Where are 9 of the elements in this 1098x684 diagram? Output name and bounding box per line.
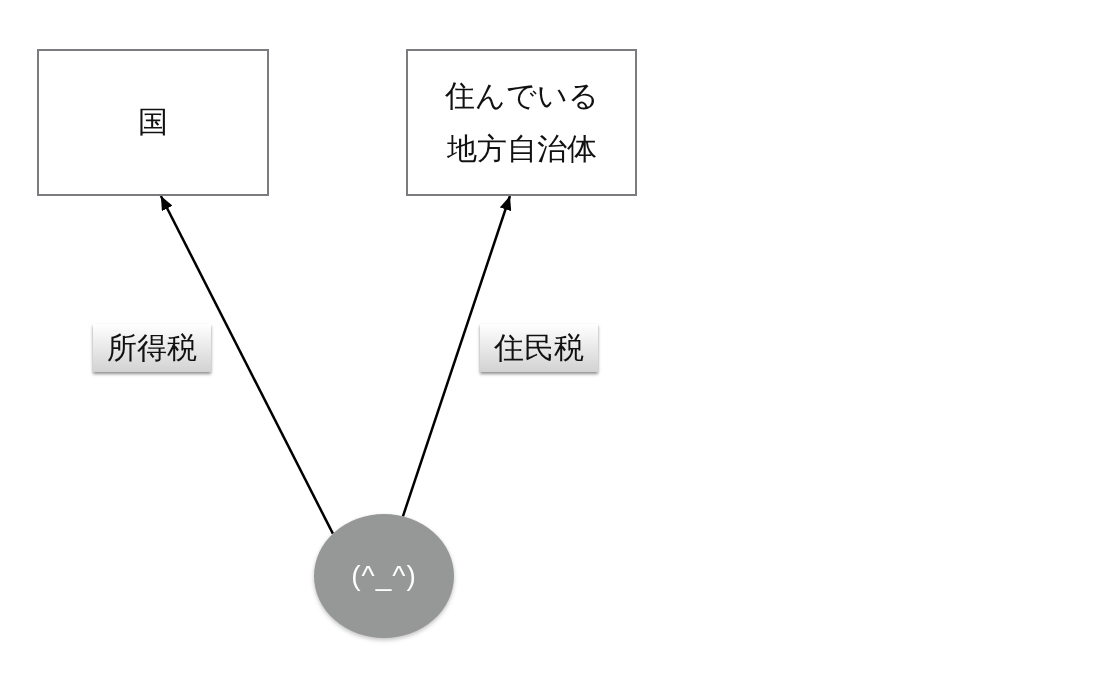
arrow bbox=[401, 195, 512, 517]
arrow bbox=[159, 195, 334, 535]
process-box bbox=[37, 49, 269, 196]
node-text: 国 bbox=[138, 104, 168, 141]
edge-label: 所得税 bbox=[93, 324, 211, 372]
node-text: (^_^) bbox=[351, 559, 417, 593]
edge-label: 住民税 bbox=[480, 324, 598, 372]
process-box bbox=[406, 49, 637, 196]
node-text: 住んでいる地方自治体 bbox=[443, 78, 600, 167]
